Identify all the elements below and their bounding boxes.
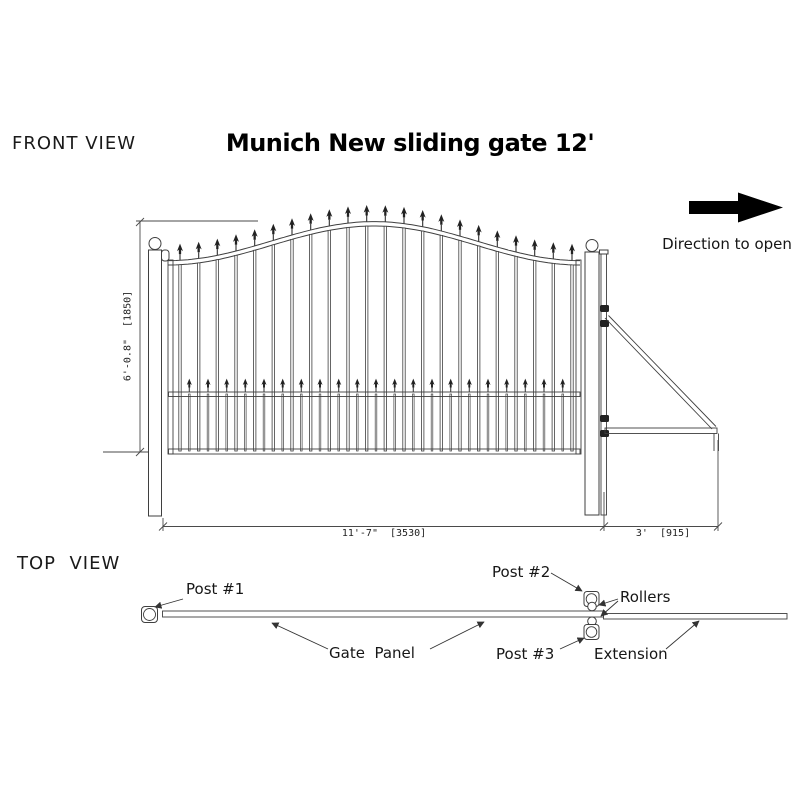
top-view-label: TOP VIEW — [17, 553, 121, 574]
gate-panel-label: Gate Panel — [329, 644, 415, 662]
extension-label: Extension — [594, 645, 668, 663]
post1-label: Post #1 — [186, 580, 245, 598]
left-post — [148, 249, 162, 517]
gate-mid-rail — [168, 391, 581, 397]
rollers-label: Rollers — [620, 588, 671, 606]
post-3-upright — [600, 253, 607, 516]
width-dimension-lines — [158, 440, 723, 531]
gate-vertical-bars — [178, 225, 574, 452]
left-post-ball-cap — [148, 237, 162, 250]
post-3-cap — [599, 249, 609, 255]
extension-dimension-text: 3' [915] — [635, 528, 691, 539]
direction-to-open-label: Direction to open — [662, 235, 792, 253]
top-view-post-3 — [583, 624, 600, 640]
left-hinge-knuckle — [161, 249, 170, 262]
width-dimension-text: 11'-7" [3530] — [341, 528, 427, 539]
leader-arrows — [154, 572, 700, 650]
lower-pickets — [188, 393, 564, 452]
extension-brace — [604, 315, 719, 451]
height-dimension-text: 6'-0.8" [1850] — [122, 290, 134, 382]
front-view-drawing — [103, 205, 723, 531]
front-view-label: FRONT VIEW — [12, 133, 137, 154]
gate-left-stile — [167, 259, 174, 455]
drawing-title: Munich New sliding gate 12' — [225, 129, 595, 157]
direction-arrow-icon — [689, 192, 783, 223]
top-view-post-1 — [141, 606, 158, 623]
right-post-2 — [584, 251, 600, 516]
top-view-extension-bar — [603, 613, 788, 620]
gate-right-stile — [575, 259, 582, 455]
top-view-roller-upper — [587, 601, 597, 612]
gate-bottom-rail — [168, 448, 581, 455]
arched-top-rail — [168, 221, 580, 266]
height-dimension-lines — [103, 217, 258, 457]
top-view-gate-panel-bar — [162, 610, 604, 618]
post3-label: Post #3 — [496, 645, 555, 663]
mid-rail-spear-finials — [186, 378, 566, 392]
top-view-drawing — [141, 572, 788, 650]
mounting-bolts — [600, 305, 609, 437]
post2-label: Post #2 — [492, 563, 551, 581]
right-post-ball-cap — [585, 239, 599, 252]
top-spear-finials — [177, 205, 575, 261]
